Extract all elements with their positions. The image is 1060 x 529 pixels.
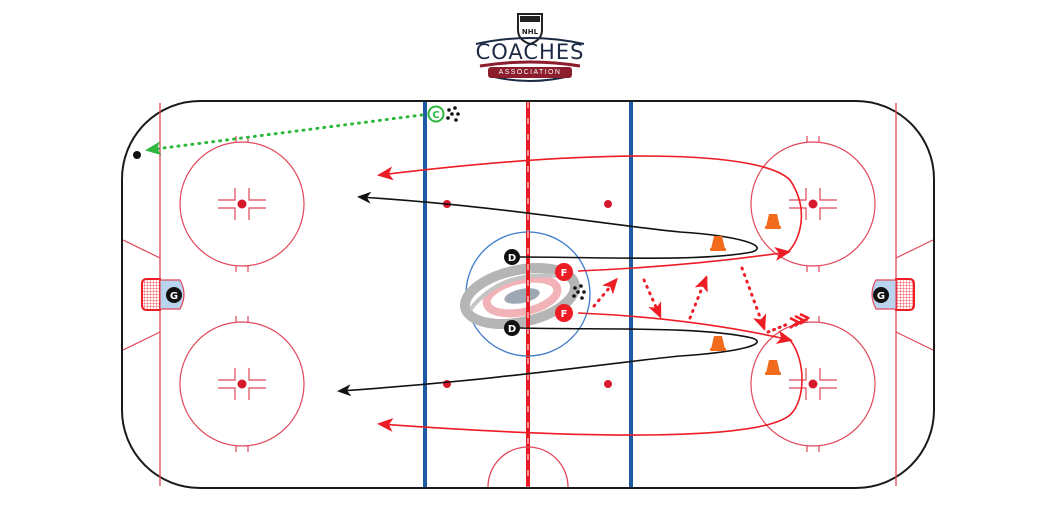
logo-subtitle: ASSOCIATION [488, 67, 572, 78]
trapezoid-left [122, 239, 161, 351]
defense-marker-bottom[interactable]: D [504, 320, 520, 336]
coach-pass-path [145, 113, 424, 156]
cone-icon [710, 236, 726, 251]
svg-text:NHL: NHL [522, 28, 539, 36]
svg-text:D: D [508, 253, 516, 264]
svg-text:F: F [561, 309, 568, 320]
cone-icon [765, 360, 781, 375]
defense-marker-top[interactable]: D [504, 249, 520, 265]
nhl-shield-icon: NHL [475, 13, 585, 82]
puck-pile-icon [572, 284, 586, 300]
forward-marker-bottom[interactable]: F [555, 304, 573, 322]
forward-marker-top[interactable]: F [555, 263, 573, 281]
faceoff-circle-top-right [750, 136, 876, 272]
svg-text:F: F [561, 268, 568, 279]
cones [710, 214, 781, 375]
goalie-marker-left[interactable]: G [166, 287, 182, 303]
logo-title: COACHES [475, 40, 585, 64]
forward-path-bottom-loop [377, 339, 803, 436]
pass-paths [592, 266, 767, 331]
svg-text:D: D [508, 324, 516, 335]
cone-icon [710, 336, 726, 351]
svg-text:C: C [432, 110, 439, 121]
svg-text:G: G [877, 291, 885, 302]
cone-icon [765, 214, 781, 229]
forward-path-bottom-skate [577, 312, 793, 344]
forward-path-top-loop [377, 155, 803, 253]
puck-pile-icon [446, 106, 460, 122]
faceoff-circle-bottom-left [179, 316, 305, 452]
forward-path-top-skate [577, 246, 791, 272]
shot-arrow-icon [766, 312, 811, 334]
trapezoid-right [895, 239, 934, 351]
defense-path-top [357, 191, 758, 260]
referee-crease [487, 446, 569, 488]
nhl-coaches-association-logo: NHL COACHES ASSOCIATION [470, 10, 590, 82]
defense-path-bottom [337, 327, 758, 397]
puck-target [133, 151, 141, 159]
svg-text:G: G [170, 291, 178, 302]
hurricanes-center-logo [459, 263, 581, 329]
goalie-marker-right[interactable]: G [873, 287, 889, 303]
coach-marker[interactable]: C [427, 105, 445, 123]
